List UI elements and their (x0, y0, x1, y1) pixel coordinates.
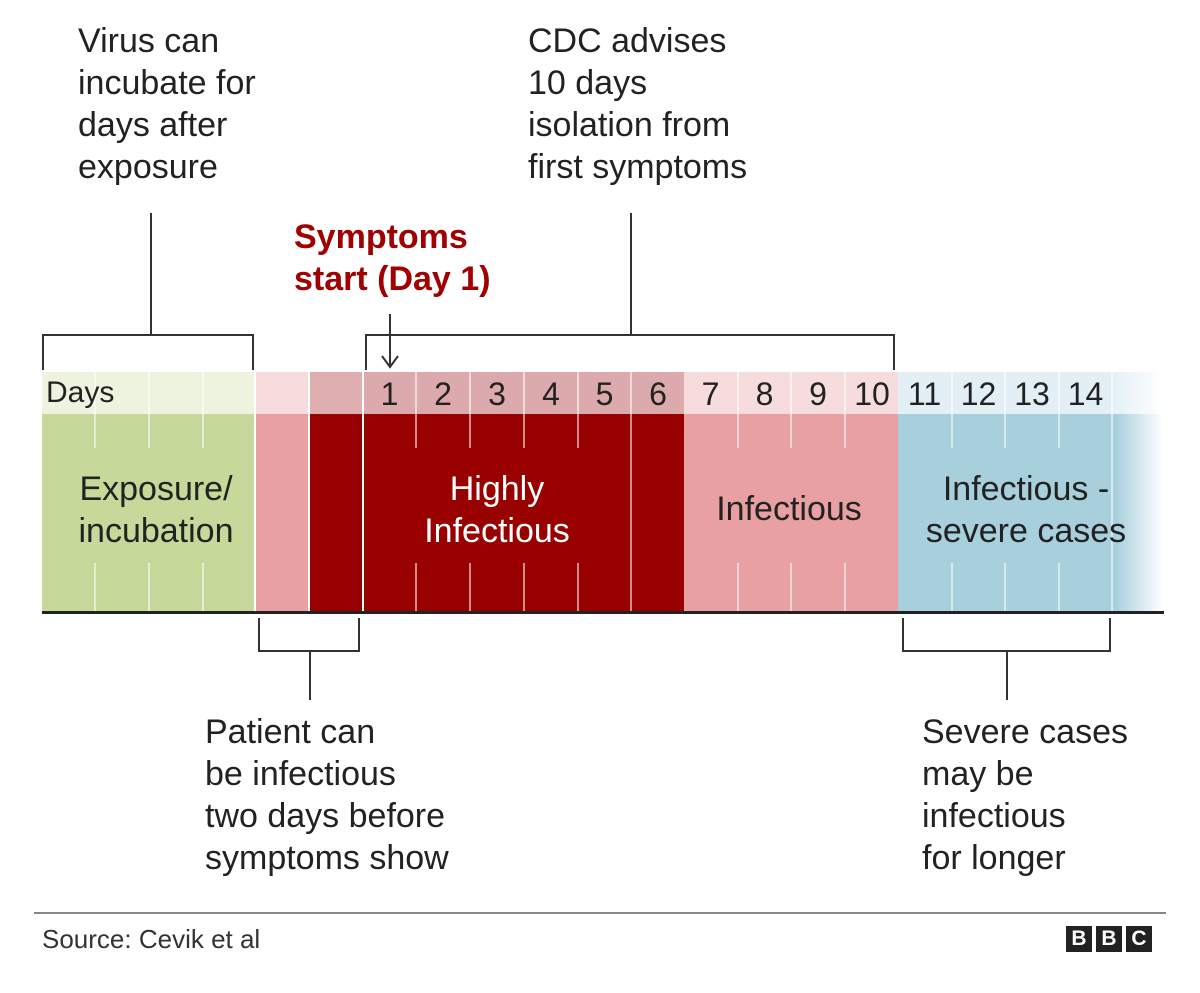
bar-tick (844, 414, 846, 448)
bar-tick (148, 563, 150, 611)
bar-tick (1111, 414, 1113, 611)
pre-symptom-bracket-right (358, 618, 360, 652)
bar-tick (790, 414, 792, 448)
days-header-pre2 (310, 372, 362, 414)
bar-tick (415, 414, 417, 448)
cdc-bracket-bar (365, 334, 895, 336)
header-divider (951, 372, 953, 414)
header-divider (415, 372, 417, 414)
header-divider (630, 372, 632, 414)
bar-tick (577, 414, 579, 448)
incubation-bracket-stem (150, 213, 152, 335)
bar-tick (951, 414, 953, 448)
days-header-severe (898, 372, 1163, 414)
bar-tick (1058, 563, 1060, 611)
severe-bracket-left (902, 618, 904, 652)
day-label: 5 (595, 376, 614, 412)
bbc-logo-letter: B (1066, 926, 1092, 952)
days-label: Days (46, 376, 115, 409)
pre-symptom-annotation: Patient can be infectious two days befor… (205, 713, 449, 877)
bar-tick (951, 563, 953, 611)
footer-divider (34, 912, 1166, 914)
header-divider (1004, 372, 1006, 414)
header-divider (469, 372, 471, 414)
bar-tick (737, 414, 739, 448)
cdc-bracket-right (893, 334, 895, 370)
bar-tick (630, 414, 632, 611)
segment-severe (898, 414, 1163, 611)
segment-label-highly: Highly Infectious (424, 470, 570, 550)
bar-tick (1004, 563, 1006, 611)
day-label: 14 (1067, 376, 1104, 412)
day-label: 13 (1014, 376, 1050, 412)
segment-label-infectious: Infectious (716, 490, 862, 528)
incubation-bracket-bar (42, 334, 254, 336)
bar-tick (1058, 414, 1060, 448)
bar-tick (202, 563, 204, 611)
incubation-bracket-right (252, 334, 254, 370)
bbc-logo-letter: B (1096, 926, 1122, 952)
incubation-bracket-left (42, 334, 44, 370)
segment-label-severe: Infectious - severe cases (925, 470, 1127, 550)
header-divider (737, 372, 739, 414)
pre-symptom-bracket-stem (309, 650, 311, 700)
bar-tick (415, 563, 417, 611)
severe-bracket-stem (1006, 650, 1008, 700)
day-label: 4 (542, 376, 560, 412)
days-header-pre1 (256, 372, 308, 414)
header-divider (1111, 372, 1113, 414)
header-divider (523, 372, 525, 414)
timeline-baseline (42, 611, 1164, 614)
header-divider (844, 372, 846, 414)
segment-pre-symptom-2 (310, 414, 362, 611)
bbc-logo-letter: C (1126, 926, 1152, 952)
bar-tick (202, 414, 204, 448)
bar-tick (94, 414, 96, 448)
day-label: 7 (701, 376, 720, 412)
bar-tick (469, 563, 471, 611)
day-label: 12 (960, 376, 997, 412)
bar-tick (790, 563, 792, 611)
incubation-annotation: Virus can incubate for days after exposu… (78, 22, 256, 186)
severe-annotation: Severe cases may be infectious for longe… (922, 713, 1128, 877)
segment-pre-symptom-1 (256, 414, 308, 611)
header-divider (577, 372, 579, 414)
header-divider (790, 372, 792, 414)
source-text: Source: Cevik et al (42, 924, 261, 954)
bar-tick (94, 563, 96, 611)
cdc-bracket-stem (630, 213, 632, 335)
day-label: 1 (380, 376, 399, 412)
bar-tick (469, 414, 471, 448)
segment-label-exposure: Exposure/ incubation (78, 470, 234, 550)
cdc-annotation: CDC advises 10 days isolation from first… (528, 22, 748, 186)
cdc-bracket-left (365, 334, 367, 370)
bar-tick (523, 563, 525, 611)
header-divider (148, 372, 150, 414)
bar-tick (523, 414, 525, 448)
bar-tick (1004, 414, 1006, 448)
day-label: 3 (488, 376, 506, 412)
header-divider (1058, 372, 1060, 414)
header-divider (94, 372, 96, 414)
bar-tick (737, 563, 739, 611)
bar-tick (844, 563, 846, 611)
bar-tick (577, 563, 579, 611)
day-label: 2 (434, 376, 452, 412)
day-label: 11 (907, 376, 942, 412)
down-arrow-icon (381, 314, 399, 369)
pre-symptom-bracket-left (258, 618, 260, 652)
day-label: 8 (755, 376, 774, 412)
day-label: 6 (649, 376, 667, 412)
severe-bracket-right (1109, 618, 1111, 652)
header-divider (202, 372, 204, 414)
bar-tick (148, 414, 150, 448)
day-label: 9 (809, 376, 827, 412)
symptoms-start-label: Symptoms start (Day 1) (294, 218, 491, 298)
day-label: 10 (854, 376, 890, 412)
